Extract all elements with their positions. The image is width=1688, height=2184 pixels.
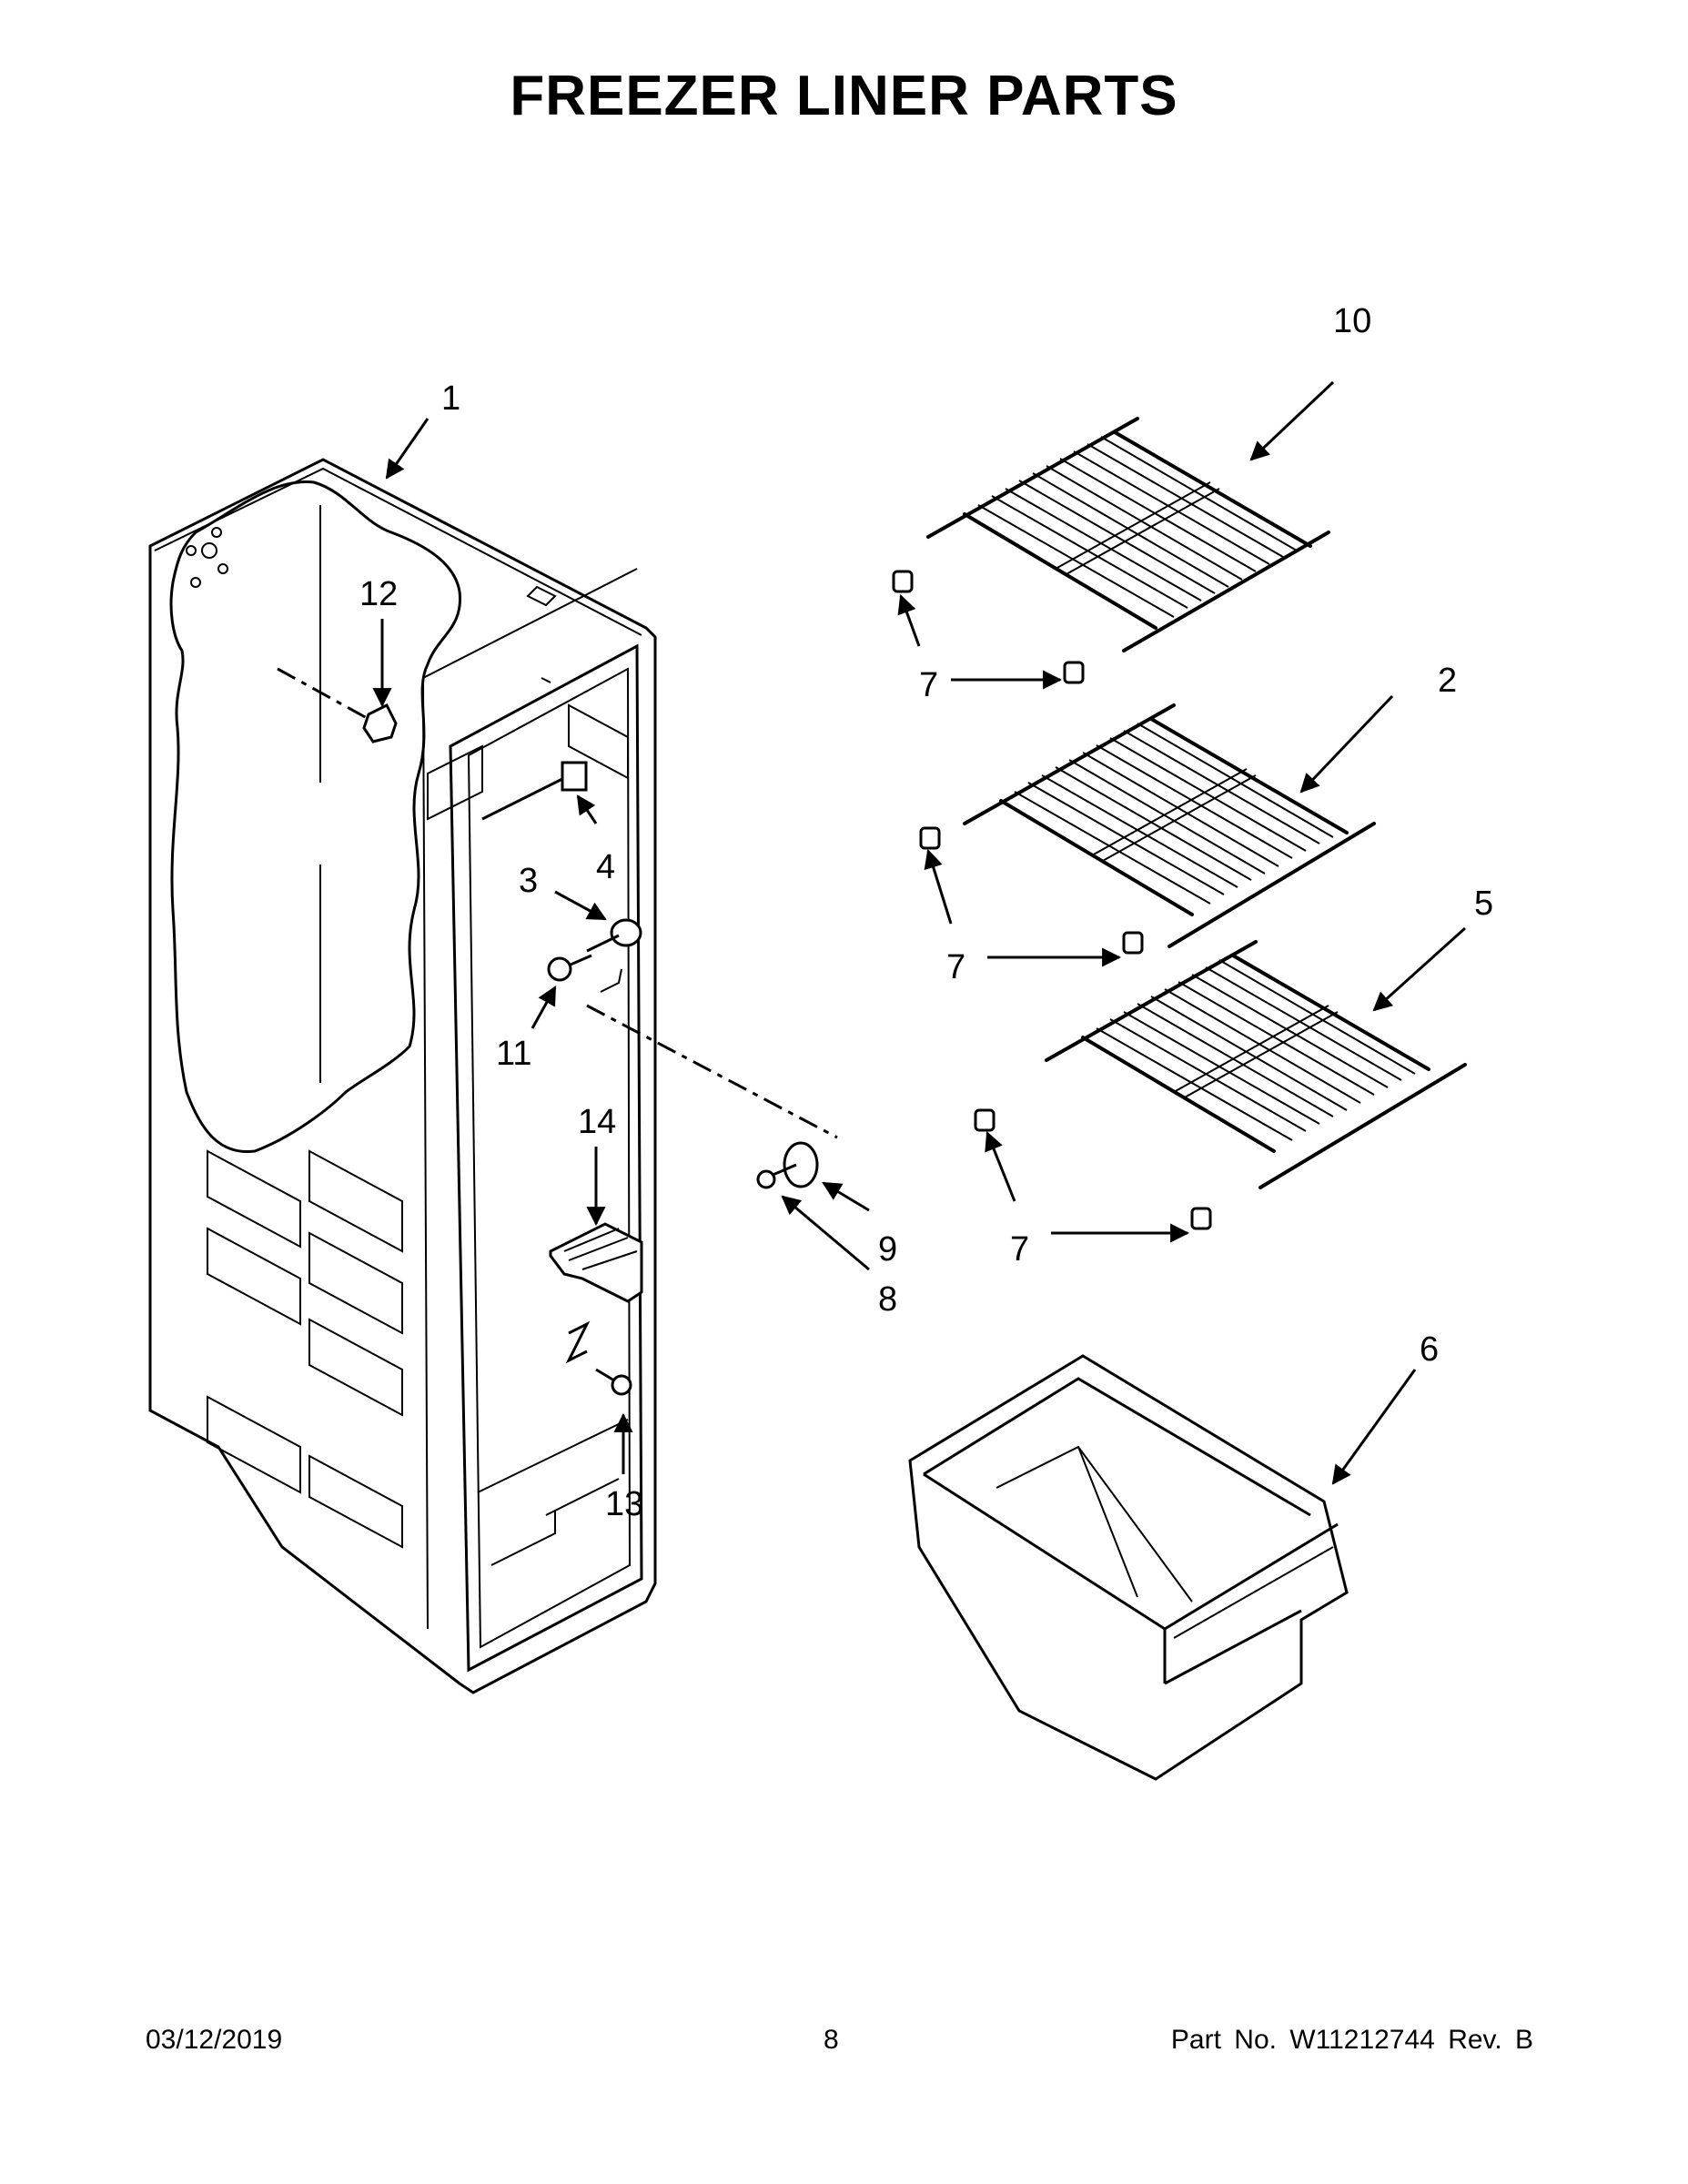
callout-12: 12 <box>359 575 398 613</box>
callout-arrows <box>372 380 1467 1485</box>
freezer-liner <box>148 458 657 1694</box>
callout-5: 5 <box>1474 885 1493 923</box>
callout-4: 4 <box>596 848 615 886</box>
part-9-damper <box>783 1141 819 1188</box>
callout-8: 8 <box>878 1280 897 1319</box>
callout-2: 2 <box>1438 662 1457 700</box>
part-6-bin <box>908 1354 1349 1781</box>
shelf-2 <box>963 703 1376 948</box>
shelf-10 <box>926 417 1330 652</box>
callout-9: 9 <box>878 1230 897 1269</box>
part-11-bulb <box>547 954 592 982</box>
callout-11: 11 <box>496 1035 531 1073</box>
callout-10: 10 <box>1333 302 1371 340</box>
part-3-lamp-socket <box>586 918 642 953</box>
part-4-switch <box>481 761 588 821</box>
callout-13: 13 <box>605 1485 643 1523</box>
callout-14: 14 <box>578 1103 616 1141</box>
callout-3: 3 <box>519 862 538 900</box>
part-13-screw <box>595 1368 632 1396</box>
callout-1: 1 <box>441 379 460 418</box>
callout-7-top: 7 <box>919 666 938 704</box>
callout-7-bottom: 7 <box>1010 1230 1029 1269</box>
wire-lead <box>600 968 622 993</box>
page-title: FREEZER LINER PARTS <box>510 65 1178 127</box>
footer-part-number: Part No. W11212744 Rev. B <box>1170 2025 1533 2055</box>
footer-date: 03/12/2019 <box>146 2025 283 2055</box>
part-8-screw <box>756 1163 797 1189</box>
callout-6: 6 <box>1420 1330 1439 1369</box>
shelf-5 <box>1045 940 1467 1189</box>
footer-page-number: 8 <box>824 2025 839 2055</box>
part-14-cover <box>549 1222 643 1364</box>
callout-7-middle: 7 <box>946 948 965 986</box>
part-12-clip <box>277 667 398 743</box>
leader-dash-8-9 <box>586 1004 838 1139</box>
shelf-supports-7 <box>892 570 1212 1230</box>
